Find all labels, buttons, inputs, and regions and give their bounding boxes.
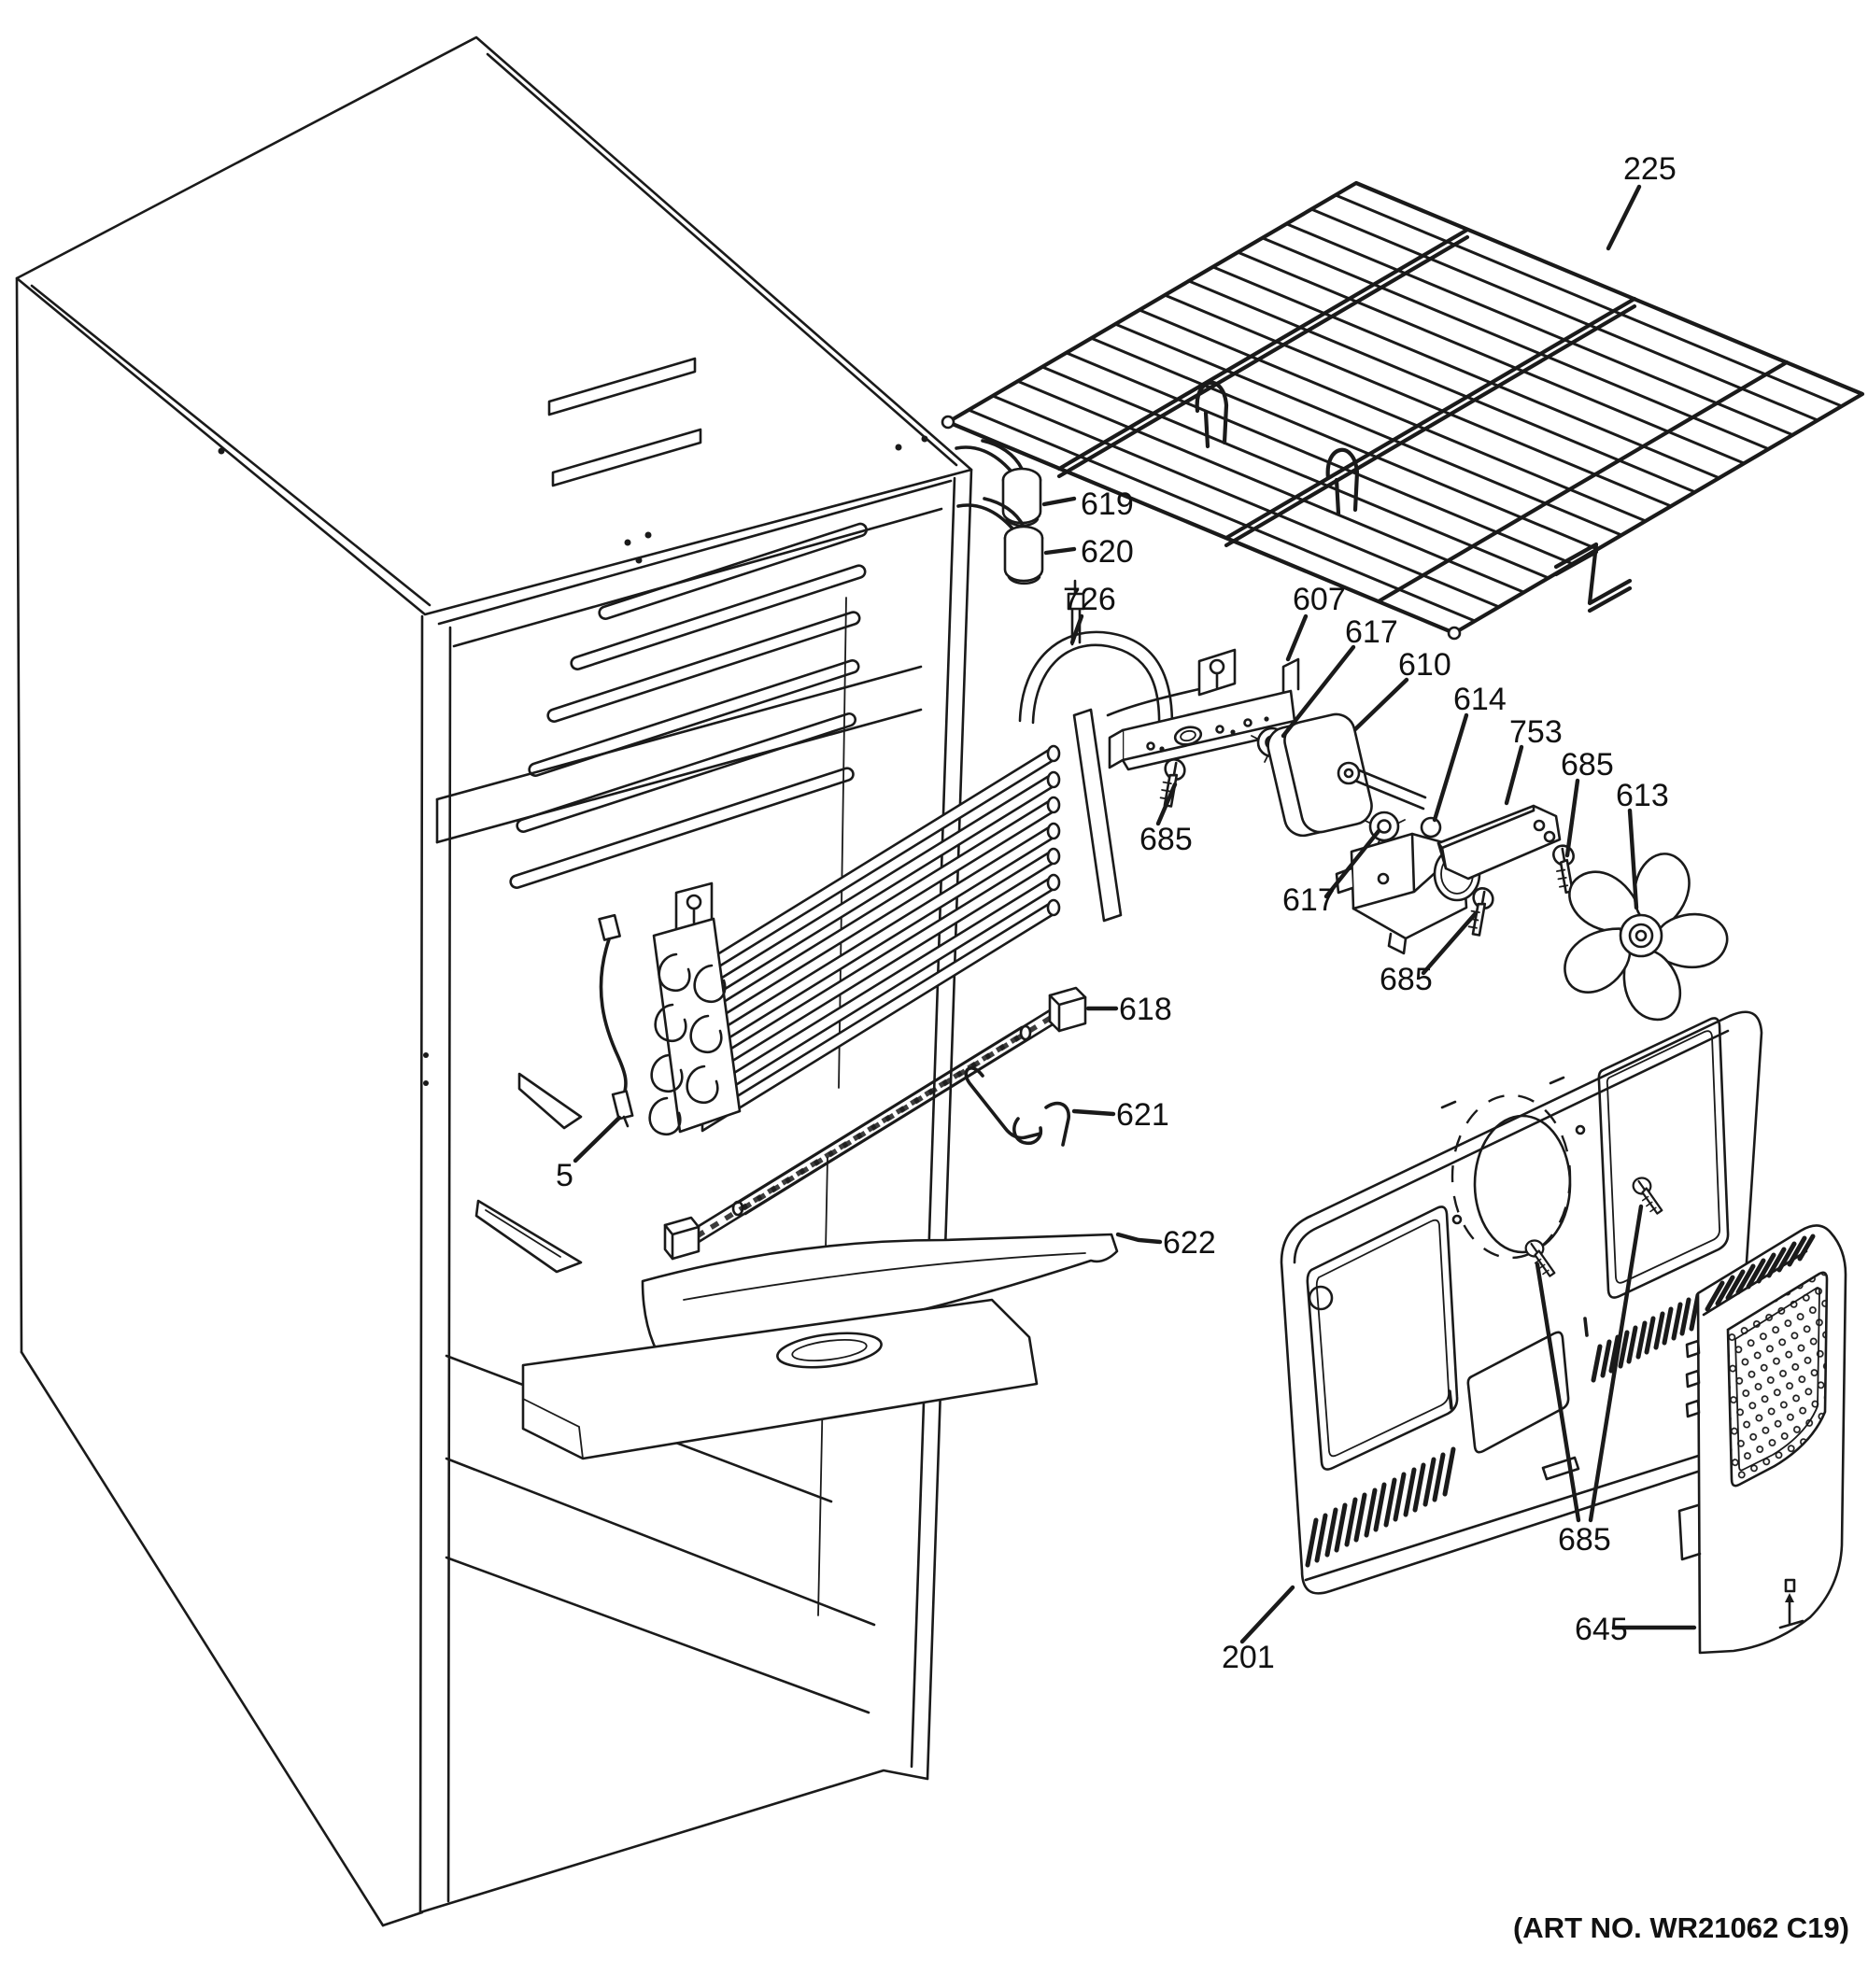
- callout-225: 225: [1623, 151, 1677, 187]
- defrost-thermostat-619: [955, 439, 1042, 528]
- callout-753: 753: [1509, 714, 1563, 750]
- evaporator-cover: [1677, 1224, 1847, 1655]
- evaporator-coil-end: [648, 881, 742, 1136]
- panel-vents-left: [1305, 1446, 1456, 1568]
- callout-614: 614: [1453, 682, 1507, 717]
- callout-617-front: 617: [1345, 614, 1398, 650]
- callout-621: 621: [1116, 1097, 1169, 1133]
- motor-mounting-bracket: [1335, 804, 1562, 955]
- freezer-interior: [509, 357, 868, 889]
- evaporator-inlet-tube: [1018, 579, 1174, 747]
- callout-685-motor: 685: [1380, 962, 1433, 997]
- freezer-floor-ribs: [509, 522, 868, 889]
- callout-618: 618: [1119, 992, 1172, 1027]
- wire-shelf: [941, 180, 1865, 641]
- callout-613: 613: [1616, 778, 1669, 813]
- refrigerator-cabinet: [15, 35, 973, 1927]
- callout-201: 201: [1222, 1640, 1275, 1675]
- mullion-divider: [435, 665, 923, 844]
- callout-685-arm: 685: [1561, 747, 1614, 783]
- back-panel: [1280, 1010, 1763, 1595]
- leader-lines: [573, 184, 1697, 1644]
- evaporator-assembly: [648, 579, 1237, 1136]
- heater-bracket-clip: [964, 1066, 1070, 1147]
- defrost-thermostat-620: [956, 497, 1044, 585]
- callout-620: 620: [1081, 534, 1134, 570]
- callout-622: 622: [1163, 1225, 1216, 1261]
- temperature-sensor: [598, 913, 634, 1128]
- callout-617-rear: 617: [1282, 882, 1336, 918]
- evaporator-bracket-607: [1108, 657, 1302, 771]
- callout-685-panel: 685: [1558, 1522, 1611, 1558]
- callout-610: 610: [1398, 647, 1451, 683]
- panel-vents-right: [1591, 1292, 1701, 1383]
- art-number: (ART NO. WR21062 C19): [1513, 1911, 1849, 1944]
- callout-645: 645: [1575, 1612, 1628, 1647]
- callout-685-bracket: 685: [1139, 822, 1193, 857]
- drip-tray: [521, 1233, 1119, 1460]
- callout-607: 607: [1293, 582, 1346, 617]
- evaporator-tubes: [700, 745, 1055, 1133]
- cover-louvers: [1705, 1234, 1816, 1312]
- grommet-614: [1420, 816, 1442, 839]
- callout-labels: 225 619 620 726 607 617 610 614 753 685 …: [556, 151, 1677, 1675]
- callout-726: 726: [1063, 582, 1116, 617]
- fan-motor: [1267, 712, 1427, 838]
- callout-619: 619: [1081, 486, 1134, 522]
- callout-5: 5: [556, 1158, 573, 1193]
- fan-blade: [1557, 846, 1738, 1031]
